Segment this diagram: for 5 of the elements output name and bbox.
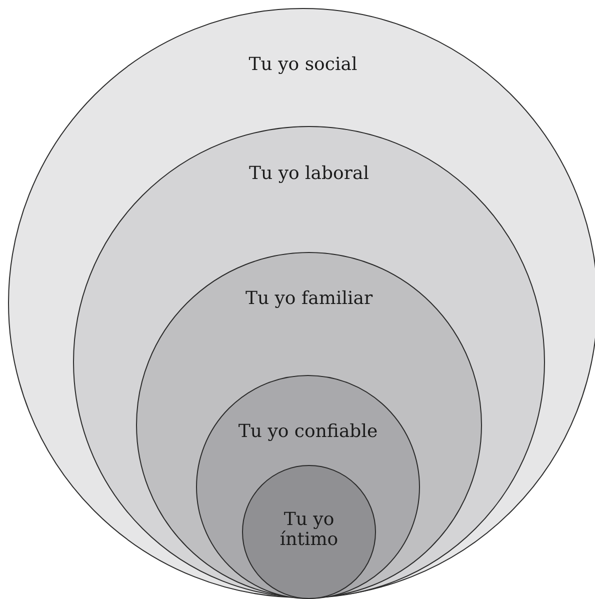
circle-label: Tu yo laboral [248, 164, 370, 184]
circle-label: Tu yo social [248, 55, 358, 75]
circle-label: Tu yo confiable [237, 422, 379, 442]
circle-label: Tu yo familiar [244, 289, 374, 309]
circle-label: Tu yo íntimo [278, 510, 340, 550]
